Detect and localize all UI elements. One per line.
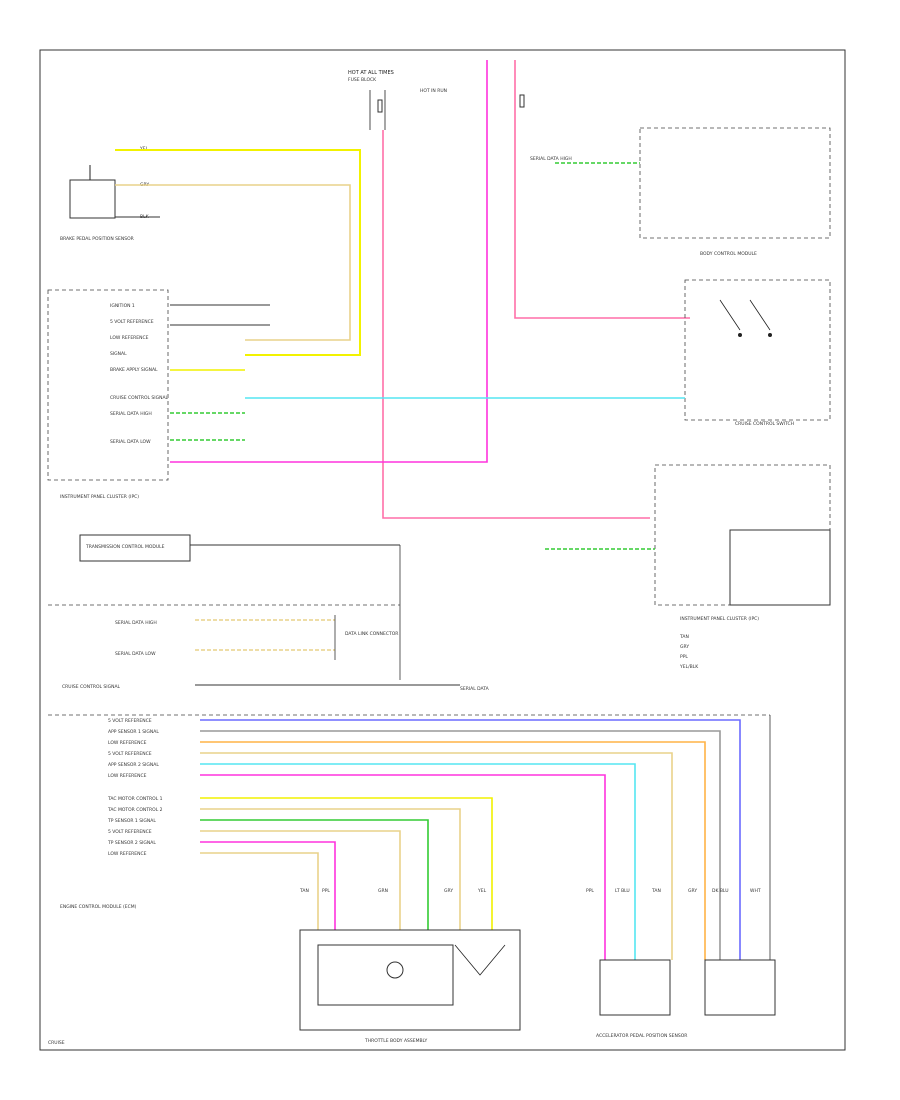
wire-pnk-ipc — [382, 130, 650, 519]
ecm-pin-3: LOW REFERENCE — [108, 740, 147, 746]
fuse-block: HOT AT ALL TIMES FUSE BLOCK HOT IN RUN — [348, 70, 525, 130]
ipc-label: INSTRUMENT PANEL CLUSTER (IPC) — [60, 494, 139, 500]
fuse-block-label: FUSE BLOCK — [348, 77, 377, 83]
hot-at-all-times-label: HOT AT ALL TIMES — [348, 70, 394, 76]
ecm-pin-7: TAC MOTOR CONTROL 1 — [107, 796, 163, 802]
tb-sensor-box — [317, 944, 454, 1006]
ecm-pin-1: 5 VOLT REFERENCE — [108, 718, 152, 724]
pin-serial-low-1: SERIAL DATA LOW — [110, 439, 151, 445]
hot-in-run-label: HOT IN RUN — [420, 88, 447, 94]
app-label-tan: TAN — [651, 888, 661, 894]
ipc-box — [654, 464, 831, 606]
pin-lowref-1: LOW REFERENCE — [110, 335, 149, 341]
ecm-pin-12: LOW REFERENCE — [108, 851, 147, 857]
ecm-upper-connector: INSTRUMENT PANEL CLUSTER (IPC) IGNITION … — [47, 289, 169, 500]
ecm-pin-10: 5 VOLT REFERENCE — [108, 829, 152, 835]
tb-label-tan: TAN — [299, 888, 309, 894]
pin-ignition: IGNITION 1 — [110, 303, 135, 309]
ecm-pin-5: APP SENSOR 2 SIGNAL — [108, 762, 159, 768]
wire-yel-brake — [115, 149, 361, 356]
wire-tb-6 — [200, 852, 319, 930]
dlc-label: DATA LINK CONNECTOR — [345, 631, 398, 637]
transmission-control-module: TRANSMISSION CONTROL MODULE — [79, 534, 401, 680]
legend-1: GRY — [680, 644, 689, 650]
bcm-serial-label: SERIAL DATA HIGH — [530, 156, 572, 162]
ecm-pin-4: 5 VOLT REFERENCE — [108, 751, 152, 757]
wire-tb-2 — [200, 808, 461, 930]
wire-tb-1 — [200, 797, 493, 930]
instrument-cluster: INSTRUMENT PANEL CLUSTER (IPC) — [654, 464, 831, 622]
wire-app-4 — [200, 752, 673, 960]
dlc-cruise: CRUISE CONTROL SIGNAL — [62, 684, 121, 690]
ecm-pin-9: TP SENSOR 1 SIGNAL — [107, 818, 156, 824]
fuse-1 — [377, 99, 383, 113]
pin-serial-high-1: SERIAL DATA HIGH — [110, 411, 152, 417]
ecm-pin-8: TAC MOTOR CONTROL 2 — [107, 807, 163, 813]
legend-3: YEL/BLK — [679, 664, 699, 670]
bcm-box — [639, 127, 831, 239]
brake-switch-box — [69, 179, 116, 219]
ecm-lower-connector: ENGINE CONTROL MODULE (ECM) 5 VOLT REFER… — [48, 714, 770, 910]
accelerator-pedal-sensor: ACCELERATOR PEDAL POSITION SENSOR — [596, 715, 776, 1039]
legend-0: TAN — [679, 634, 689, 640]
tb-label-yel: YEL — [477, 888, 487, 894]
app-box-2 — [704, 959, 776, 1016]
brake-pedal-switch: BRAKE PEDAL POSITION SENSOR YEL GRY BLK — [60, 146, 150, 242]
accel-pedal-label: ACCELERATOR PEDAL POSITION SENSOR — [596, 1033, 687, 1039]
wire-legend: TAN GRY PPL YEL/BLK — [679, 634, 699, 670]
page-code: CRUISE — [48, 1040, 65, 1046]
app-label-dkblu: DK BLU — [712, 888, 729, 894]
dlc-serial-high: SERIAL DATA HIGH — [115, 620, 157, 626]
dlc-serial-low: SERIAL DATA LOW — [115, 651, 156, 657]
app-label-ltblu: LT BLU — [615, 888, 630, 894]
ipc-right-label: INSTRUMENT PANEL CLUSTER (IPC) — [680, 616, 759, 622]
legend-2: PPL — [680, 654, 688, 660]
brake-switch-label: BRAKE PEDAL POSITION SENSOR — [60, 236, 134, 242]
app-box-1 — [599, 959, 671, 1016]
wire-pnk-module — [245, 60, 488, 463]
tb-label-ppl: PPL — [322, 888, 330, 894]
wire-tb-4 — [200, 830, 401, 930]
serial-data-label: SERIAL DATA — [460, 686, 490, 692]
wire-tb-5 — [200, 841, 336, 930]
app-label-gry: GRY — [688, 888, 697, 894]
wire-app-5 — [200, 763, 636, 960]
fuse-2 — [519, 94, 525, 108]
wire-app-1 — [200, 719, 741, 960]
ecm-upper-box — [47, 289, 169, 481]
wire-app-2 — [200, 730, 721, 960]
wire-pnk-cruise — [514, 60, 690, 319]
throttle-body: THROTTLE BODY ASSEMBLY — [299, 929, 521, 1044]
pin-5v-1: 5 VOLT REFERENCE — [110, 319, 154, 325]
app-label-ppl: PPL — [586, 888, 594, 894]
wire-tb-3 — [200, 819, 429, 930]
cruise-control-switch: CRUISE CONTROL SWITCH — [684, 279, 831, 427]
ipc-inner-box — [729, 529, 831, 606]
tcm-box — [79, 534, 191, 562]
ecm-label: ENGINE CONTROL MODULE (ECM) — [60, 904, 137, 910]
wire-app-6 — [200, 774, 606, 960]
ecm-pin-11: TP SENSOR 2 SIGNAL — [107, 840, 156, 846]
tcm-label: TRANSMISSION CONTROL MODULE — [85, 544, 165, 550]
pin-signal-1: SIGNAL — [110, 351, 127, 357]
wire-app-3 — [200, 741, 706, 960]
tb-label-grn: GRN — [378, 888, 388, 894]
cruise-switch-label: CRUISE CONTROL SWITCH — [735, 421, 794, 427]
throttle-body-label: THROTTLE BODY ASSEMBLY — [364, 1038, 427, 1044]
bcm-label: BODY CONTROL MODULE — [700, 251, 757, 257]
ecm-pin-2: APP SENSOR 1 SIGNAL — [108, 729, 159, 735]
app-label-wht: WHT — [750, 888, 761, 894]
outer-frame — [39, 49, 846, 1051]
pin-brake-apply: BRAKE APPLY SIGNAL — [110, 367, 158, 373]
wire-tan-brake — [115, 184, 351, 341]
data-link-connector: SERIAL DATA HIGH SERIAL DATA LOW CRUISE … — [48, 604, 490, 692]
body-control-module: BODY CONTROL MODULE SERIAL DATA HIGH — [530, 127, 831, 257]
tb-label-gry: GRY — [444, 888, 453, 894]
ecm-pin-6: LOW REFERENCE — [108, 773, 147, 779]
pin-cruise-signal: CRUISE CONTROL SIGNAL — [110, 395, 169, 401]
cruise-switch-box — [684, 279, 831, 421]
throttle-body-box — [299, 929, 521, 1031]
